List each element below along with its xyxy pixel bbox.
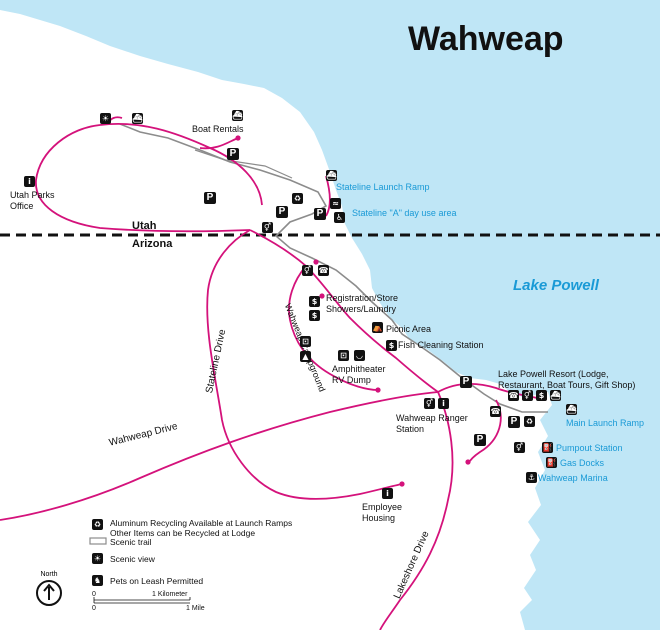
road-end-dots: [235, 135, 471, 487]
legend-scenic-view-text: Scenic view: [110, 554, 155, 564]
scale-bar: [93, 597, 191, 604]
parking-icon: P: [460, 376, 472, 388]
label-gas-docks: Gas Docks: [560, 458, 605, 468]
recycling-icon: ♻: [292, 193, 303, 204]
launch-ramp-icon: ⛴: [132, 113, 143, 124]
label-picnic-area: Picnic Area: [386, 324, 432, 334]
restrooms-icon: ⚥: [522, 390, 533, 401]
dot-campground-north: [313, 259, 319, 265]
restrooms-icon: ⚥: [514, 442, 525, 453]
state-label-arizona: Arizona: [132, 238, 173, 250]
utah-parks-office-icon: i: [24, 176, 35, 187]
dot-boat-rentals: [235, 135, 241, 141]
accessible-icon: ♿: [334, 212, 345, 223]
legend-scenic-view-icon: ☀: [92, 553, 103, 564]
laundry-icon: $: [309, 310, 320, 321]
dot-amphitheater: [375, 387, 381, 393]
road-main: [249, 229, 439, 393]
recycling-icon: ♻: [524, 416, 535, 427]
north-arrow-graphic: [43, 583, 55, 600]
phone-icon: ☎: [490, 406, 501, 417]
store-icon: $: [309, 296, 320, 307]
rv-dump-icon: ⊡: [338, 350, 349, 361]
label-fish-cleaning: Fish Cleaning Station: [398, 340, 484, 350]
campground-icon: ▲: [300, 351, 311, 362]
scenic-trail-branch: [194, 149, 293, 179]
parking-icon: P: [508, 416, 520, 428]
dot-marina-road: [465, 459, 471, 465]
label-utah-parks-office: Utah Parks Office: [10, 190, 55, 211]
road-campground: [288, 265, 379, 391]
pumpout-icon: ⛽: [542, 442, 553, 453]
parking-icon: P: [314, 208, 326, 220]
lake-label: Lake Powell: [513, 277, 599, 294]
road-stateline-launch: [325, 175, 331, 217]
label-employee-housing: Employee Housing: [362, 502, 403, 523]
scale-km-zero: 0: [92, 591, 96, 598]
restrooms-icon: ⚥: [262, 222, 273, 233]
employee-housing-icon: i: [382, 488, 393, 499]
ranger-icon: i: [438, 398, 449, 409]
dot-registration: [319, 293, 325, 299]
label-pumpout-station: Pumpout Station: [556, 443, 623, 453]
rv-icon: ⊡: [300, 336, 311, 347]
legend-pets-text: Pets on Leash Permitted: [110, 576, 204, 586]
parking-icon: P: [474, 434, 486, 446]
legend-trail-swatch: [89, 537, 107, 545]
label-wahweap-marina: Wahweap Marina: [538, 473, 608, 483]
legend-recycling-text: Aluminum Recycling Available at Launch R…: [110, 518, 293, 538]
label-registration: Registration/Store Showers/Laundry: [326, 293, 399, 314]
label-main-launch-ramp: Main Launch Ramp: [566, 418, 645, 428]
state-label-utah: Utah: [132, 220, 157, 232]
road-stateline-drive: [206, 229, 403, 500]
road-wahweap-drive: [0, 391, 439, 521]
boat-rentals-icon: ⛴: [232, 110, 243, 121]
dot-employee-housing: [399, 481, 405, 487]
label-ranger-station: Wahweap Ranger Station: [396, 413, 468, 434]
road-utah-loop: [35, 124, 251, 233]
stateline-launch-ramp-icon: ⛴: [326, 170, 337, 181]
road-boat-rentals: [199, 137, 239, 150]
phone-icon: ☎: [508, 390, 519, 401]
parking-icon: P: [204, 192, 216, 204]
legend-recycling-icon: ♻: [92, 519, 103, 530]
legend-pets-icon: ♞: [92, 575, 103, 586]
label-lake-powell-resort: Lake Powell Resort (Lodge, Restaurant, B…: [498, 369, 636, 390]
north-arrow-icon: [36, 580, 62, 606]
road-lakeshore-drive: [379, 391, 454, 630]
phone-icon: ☎: [318, 265, 329, 276]
label-stateline-launch-ramp: Stateline Launch Ramp: [336, 182, 430, 192]
map-title: Wahweap: [408, 20, 564, 58]
store-icon: $: [536, 390, 547, 401]
north-label: North: [40, 571, 58, 578]
picnic-icon: ⛺: [372, 322, 383, 333]
scale-mi-zero: 0: [92, 605, 96, 612]
label-amphitheater: Amphitheater RV Dump: [332, 364, 386, 385]
gas-docks-icon: ⛽: [546, 457, 557, 468]
restrooms-icon: ⚥: [302, 265, 313, 276]
scenic-trail: [119, 123, 548, 413]
amphitheater-icon: ◡: [354, 350, 365, 361]
main-launch-ramp-icon: ⛴: [566, 404, 577, 415]
scenic-view-icon: ☀: [100, 113, 111, 124]
marina-icon: ⚓: [526, 472, 537, 483]
fish-cleaning-icon: $: [386, 340, 397, 351]
label-boat-rentals: Boat Rentals: [192, 124, 244, 134]
tour-boat-icon: ⛴: [550, 390, 561, 401]
scale-km-label: 1 Kilometer: [152, 591, 188, 598]
parking-icon: P: [276, 206, 288, 218]
restrooms-icon: ⚥: [424, 398, 435, 409]
swim-icon: ≈: [330, 198, 341, 209]
legend-scenic-trail-text: Scenic trail: [110, 537, 152, 547]
parking-icon: P: [227, 148, 239, 160]
scale-mi-label: 1 Mile: [186, 605, 205, 612]
label-stateline-a: Stateline "A" day use area: [352, 208, 457, 218]
